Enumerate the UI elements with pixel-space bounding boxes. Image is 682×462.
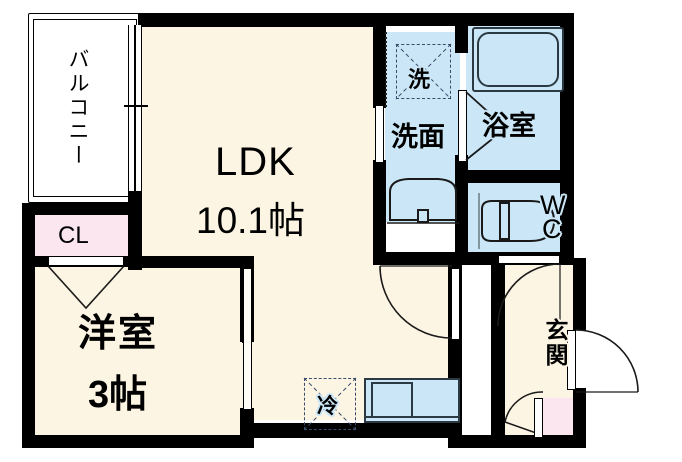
entry-door-swing	[575, 329, 639, 393]
toilet-door[interactable]	[498, 255, 560, 264]
toilet-bowl	[478, 193, 556, 249]
wall-top-ldk	[138, 13, 385, 27]
kitchen-counter-edge	[364, 416, 460, 418]
bedroom-sliding-door[interactable]	[242, 268, 252, 410]
hall-door-swing	[379, 265, 453, 339]
wall-ldk-washroom-lower	[373, 160, 386, 265]
wall-right-bedroom-lower	[240, 408, 254, 448]
bathroom-door[interactable]	[458, 90, 467, 162]
wall-bottom-ldk	[254, 423, 461, 438]
kitchen-sink	[371, 382, 413, 418]
wall-bottom-washroom	[373, 252, 469, 265]
wall-washroom-bathroom	[455, 13, 468, 53]
wall-top-wet	[385, 13, 574, 26]
wall-nub-hall-top	[448, 252, 462, 266]
wall-left-closet	[22, 203, 35, 273]
fridge-space	[303, 377, 357, 431]
wall-bathroom-toilet	[455, 170, 574, 183]
wall-ldk-bedroom	[128, 256, 254, 268]
bathtub	[472, 27, 564, 92]
balcony-area	[33, 19, 137, 197]
vanity-basin	[387, 178, 459, 224]
wall-ldk-washroom-upper	[373, 13, 386, 108]
bedroom-area	[28, 258, 240, 438]
wall-top-closet	[22, 203, 142, 215]
wall-right-hall-upper	[573, 258, 586, 330]
shoe-box-door[interactable]	[534, 398, 543, 438]
washer-space	[395, 43, 452, 100]
wall-left-bedroom	[22, 256, 35, 448]
wall-right-hall-lower	[573, 388, 586, 448]
entry-door[interactable]	[567, 330, 576, 390]
shoe-box-area	[540, 398, 573, 438]
bathroom-door-swing	[465, 91, 508, 161]
toilet-door-swing	[497, 263, 561, 327]
wall-bottom-bedroom	[22, 435, 254, 448]
washroom-door[interactable]	[375, 105, 384, 163]
wall-bottom-hall	[448, 435, 586, 448]
balcony-sliding-door[interactable]	[124, 25, 148, 191]
genkan-step	[504, 391, 544, 435]
closet-door[interactable]	[48, 256, 124, 266]
closet-door-swing	[47, 265, 125, 310]
hall-door[interactable]	[451, 268, 460, 340]
washroom-door-track	[385, 32, 387, 107]
closet-area	[34, 212, 138, 260]
